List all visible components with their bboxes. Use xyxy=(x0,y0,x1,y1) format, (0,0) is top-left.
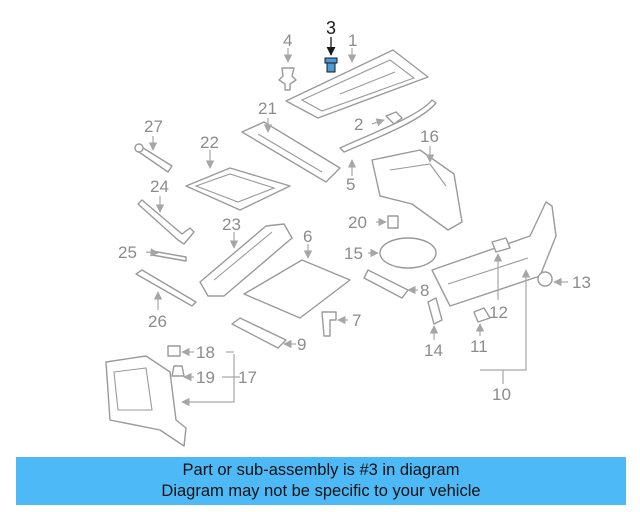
part-4-retainer xyxy=(278,48,297,91)
callout-15: 15 xyxy=(344,244,363,263)
part-20-clip xyxy=(376,215,399,229)
banner-line-1: Part or sub-assembly is #3 in diagram xyxy=(182,461,460,479)
callout-7: 7 xyxy=(352,311,361,330)
callout-12: 12 xyxy=(489,303,508,322)
callout-3: 3 xyxy=(326,18,336,38)
part-25-pin xyxy=(145,248,187,262)
part-3-push-clip xyxy=(324,37,338,73)
callout-21: 21 xyxy=(258,99,277,118)
callout-26: 26 xyxy=(148,312,167,331)
part-13-grommet xyxy=(537,271,568,287)
part-22-storage-tray xyxy=(185,150,291,211)
callout-16: 16 xyxy=(420,127,439,146)
part-21-trim-panel xyxy=(241,118,341,183)
callout-14: 14 xyxy=(424,341,443,360)
callout-5: 5 xyxy=(346,175,355,194)
part-6-floor-mat xyxy=(243,244,351,319)
callout-18: 18 xyxy=(196,343,215,362)
callout-11: 11 xyxy=(470,337,488,356)
part-18-clip xyxy=(167,345,234,357)
callout-22: 22 xyxy=(200,133,219,152)
callout-8: 8 xyxy=(420,281,429,300)
callout-9: 9 xyxy=(297,335,306,354)
part-5-trim-strip xyxy=(339,99,437,176)
part-8-lamp xyxy=(363,269,418,299)
part-12-clip xyxy=(491,237,511,300)
part-23-jack xyxy=(199,223,293,297)
parts-diagram: 1 2 3 4 5 6 7 8 9 10 11 12 13 14 15 16 1… xyxy=(105,18,591,447)
callout-27: 27 xyxy=(144,117,163,136)
part-27-wrench xyxy=(134,136,173,173)
part-11-clip xyxy=(473,307,491,336)
part-16-side-panel xyxy=(371,146,463,231)
callout-20: 20 xyxy=(348,213,367,232)
callout-4: 4 xyxy=(283,31,292,50)
callout-23: 23 xyxy=(222,215,241,234)
callout-1: 1 xyxy=(348,31,357,50)
part-26-tool xyxy=(135,269,197,310)
callout-24: 24 xyxy=(150,177,169,196)
callout-13: 13 xyxy=(572,273,591,292)
part-24-jack-handle xyxy=(137,196,195,245)
callout-10: 10 xyxy=(492,385,511,404)
part-19-clip xyxy=(171,365,240,382)
part-14-bracket xyxy=(427,297,443,340)
part-15-ring-cover xyxy=(368,237,437,269)
callout-25: 25 xyxy=(118,243,137,262)
callout-6: 6 xyxy=(303,227,312,246)
banner-line-2: Diagram may not be specific to your vehi… xyxy=(161,482,481,500)
part-9-sill-plate xyxy=(231,317,296,349)
part-1-package-tray xyxy=(285,48,429,119)
info-banner: Part or sub-assembly is #3 in diagram Di… xyxy=(16,457,626,505)
part-7-bracket xyxy=(321,311,348,337)
part-2-clip xyxy=(371,111,403,127)
callout-17: 17 xyxy=(238,368,257,387)
callout-2: 2 xyxy=(354,115,363,134)
callout-19: 19 xyxy=(196,368,215,387)
part-17-quarter-panel xyxy=(105,354,235,447)
